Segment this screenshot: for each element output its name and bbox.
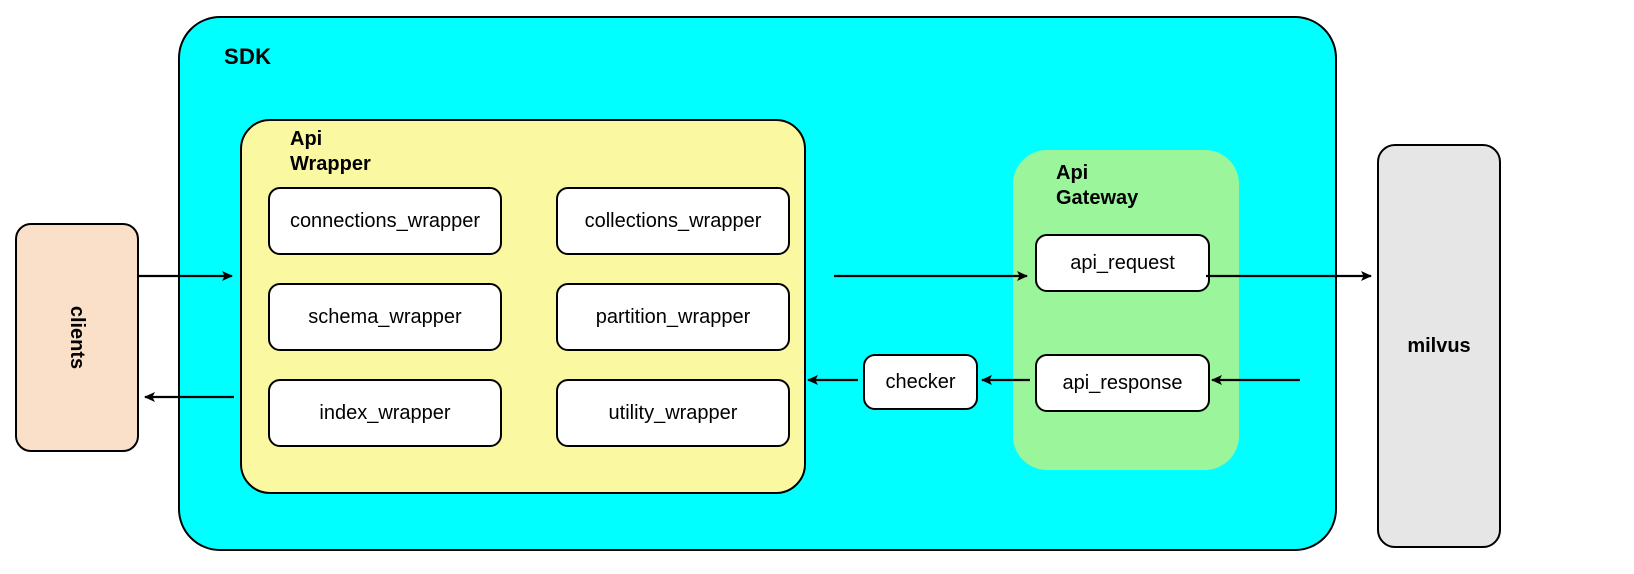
module-partition-wrapper[interactable]: partition_wrapper [556,283,790,351]
api-wrapper-label: Api Wrapper [290,128,371,175]
sdk-container[interactable]: SDK Api Wrapper connections_wrapper coll… [178,16,1337,551]
api-gateway-container[interactable]: Api Gateway api_request api_response [1013,150,1239,470]
api-gateway-label: Api Gateway [1056,162,1139,209]
module-collections-wrapper[interactable]: collections_wrapper [556,187,790,255]
clients-label: clients [66,305,89,370]
module-api-response[interactable]: api_response [1035,354,1210,412]
module-api-request[interactable]: api_request [1035,234,1210,292]
milvus-label: milvus [1407,334,1471,357]
sdk-label: SDK [224,44,272,69]
module-index-wrapper[interactable]: index_wrapper [268,379,502,447]
module-connections-wrapper[interactable]: connections_wrapper [268,187,502,255]
milvus-node[interactable]: milvus [1377,144,1501,548]
module-utility-wrapper[interactable]: utility_wrapper [556,379,790,447]
api-wrapper-container[interactable]: Api Wrapper connections_wrapper collecti… [240,119,806,494]
module-schema-wrapper[interactable]: schema_wrapper [268,283,502,351]
checker-node[interactable]: checker [863,354,978,410]
clients-node[interactable]: clients [15,223,139,452]
